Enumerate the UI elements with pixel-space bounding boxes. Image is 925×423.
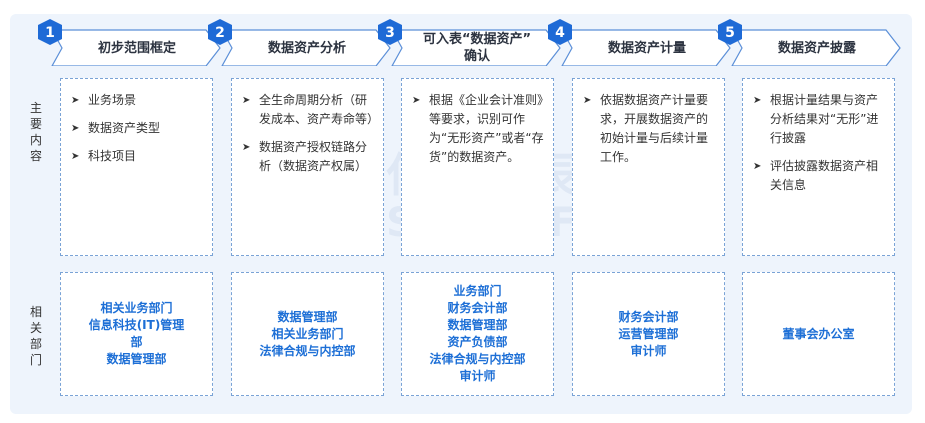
step-1-title: 初步范围框定 <box>97 41 176 56</box>
step-5-departments: 董事会办公室 <box>782 326 854 343</box>
arrow-bullet-icon: ➤ <box>412 95 421 106</box>
department-item: 法律合规与内控部 <box>259 343 356 358</box>
arrow-bullet-icon: ➤ <box>583 95 592 106</box>
step-3-items: ➤根据《企业会计准则》等要求，识别可作为“无形资产”或者“存货”的数据资产。 <box>412 91 545 167</box>
step-2-items: ➤全生命周期分析（研发成本、资产寿命等） ➤数据资产授权链路分析（数据资产权属） <box>242 91 380 176</box>
step-3-content-box: ➤根据《企业会计准则》等要求，识别可作为“无形资产”或者“存货”的数据资产。 <box>401 78 554 256</box>
list-item: ➤依据数据资产计量要求，开展数据资产的初始计量与后续计量工作。 <box>583 93 709 164</box>
step-5-items: ➤根据计量结果与资产分析结果对“无形”进行披露 ➤评估披露数据资产相关信息 <box>753 91 886 195</box>
step-2-departments: 数据管理部 相关业务部门 法律合规与内控部 <box>259 309 355 360</box>
arrow-bullet-icon: ➤ <box>242 95 251 106</box>
step-2-header-shape: 2 <box>208 19 391 66</box>
list-item: ➤全生命周期分析（研发成本、资产寿命等） <box>242 93 380 126</box>
list-item: ➤根据计量结果与资产分析结果对“无形”进行披露 <box>753 93 879 145</box>
step-4-content-box: ➤依据数据资产计量要求，开展数据资产的初始计量与后续计量工作。 <box>572 78 725 256</box>
department-item: 审计师 <box>630 343 667 358</box>
step-5-number: 5 <box>725 25 735 41</box>
step-1-number: 1 <box>45 25 55 41</box>
step-4-header-shape: 4 <box>548 19 731 66</box>
department-item: 业务部门 <box>453 284 502 298</box>
step-2-badge <box>208 19 232 45</box>
step-4-departments: 财务会计部 运营管理部 审计师 <box>618 309 678 360</box>
arrow-bullet-icon: ➤ <box>71 151 80 162</box>
step-3-departments-box: 业务部门 财务会计部 数据管理部 资产负债部 法律合规与内控部 审计师 <box>401 272 554 396</box>
step-2-departments-box: 数据管理部 相关业务部门 法律合规与内控部 <box>231 272 384 396</box>
department-item: 资产负债部 <box>447 335 508 349</box>
list-item: ➤科技项目 <box>71 147 204 166</box>
department-item: 法律合规与内控部 <box>429 352 526 366</box>
department-item: 数据管理部 <box>277 309 338 324</box>
department-item: 财务会计部 <box>618 309 679 324</box>
row-label-departments: 相关部门 <box>29 305 42 367</box>
step-1-badge <box>38 19 62 45</box>
step-3-badge <box>378 19 402 45</box>
step-3-header-shape: 3 <box>378 19 561 66</box>
step-2-title: 数据资产分析 <box>267 41 346 56</box>
department-item: 数据管理部 <box>106 352 167 366</box>
step-4-departments-box: 财务会计部 运营管理部 审计师 <box>572 272 725 396</box>
list-item: ➤业务场景 <box>71 91 204 110</box>
department-item: 数据管理部 <box>447 318 508 332</box>
step-4-badge <box>548 19 572 45</box>
department-item: 相关业务部门 <box>100 301 173 315</box>
step-5-title: 数据资产披露 <box>777 41 856 56</box>
row-label-content: 主要内容 <box>29 101 42 163</box>
list-item: ➤根据《企业会计准则》等要求，识别可作为“无形资产”或者“存货”的数据资产。 <box>412 93 544 164</box>
arrow-bullet-icon: ➤ <box>753 161 762 172</box>
department-item: 运营管理部 <box>618 326 679 341</box>
step-3-title: 可入表“数据资产” 确认 <box>402 31 552 65</box>
step-1-items: ➤业务场景 ➤数据资产类型 ➤科技项目 <box>71 91 204 166</box>
department-item: 相关业务部门 <box>271 326 344 341</box>
step-3-number: 3 <box>385 25 395 41</box>
step-5-header-shape: 5 <box>718 19 901 66</box>
step-1-header-shape: 1 <box>38 19 221 66</box>
department-item: 信息科技(IT)管理 <box>88 318 185 332</box>
arrow-bullet-icon: ➤ <box>71 123 80 134</box>
department-item: 审计师 <box>459 369 496 383</box>
list-item: ➤数据资产授权链路分析（数据资产权属） <box>242 140 368 173</box>
arrow-bullet-icon: ➤ <box>71 95 80 106</box>
arrow-bullet-icon: ➤ <box>753 95 762 106</box>
department-item: 部 <box>130 335 143 349</box>
step-5-departments-box: 董事会办公室 <box>742 272 895 396</box>
step-1-content-box: ➤业务场景 ➤数据资产类型 ➤科技项目 <box>60 78 213 256</box>
step-1-departments: 相关业务部门 信息科技(IT)管理 部 数据管理部 <box>89 300 185 368</box>
step-1-departments-box: 相关业务部门 信息科技(IT)管理 部 数据管理部 <box>60 272 213 396</box>
step-3-title-line2: 确认 <box>463 49 490 64</box>
department-item: 董事会办公室 <box>782 326 855 341</box>
step-5-content-box: ➤根据计量结果与资产分析结果对“无形”进行披露 ➤评估披露数据资产相关信息 <box>742 78 895 256</box>
step-2-content-box: ➤全生命周期分析（研发成本、资产寿命等） ➤数据资产授权链路分析（数据资产权属） <box>231 78 384 256</box>
step-3-departments: 业务部门 财务会计部 数据管理部 资产负债部 法律合规与内控部 审计师 <box>429 283 525 385</box>
list-item: ➤数据资产类型 <box>71 119 204 138</box>
step-4-title: 数据资产计量 <box>607 41 686 56</box>
list-item: ➤评估披露数据资产相关信息 <box>753 159 879 192</box>
step-5-badge <box>718 19 742 45</box>
step-4-items: ➤依据数据资产计量要求，开展数据资产的初始计量与后续计量工作。 <box>583 91 716 167</box>
department-item: 财务会计部 <box>447 301 508 315</box>
step-3-title-line1: 可入表“数据资产” <box>422 32 532 47</box>
step-4-number: 4 <box>555 25 565 41</box>
step-2-number: 2 <box>215 25 225 41</box>
arrow-bullet-icon: ➤ <box>242 142 251 153</box>
